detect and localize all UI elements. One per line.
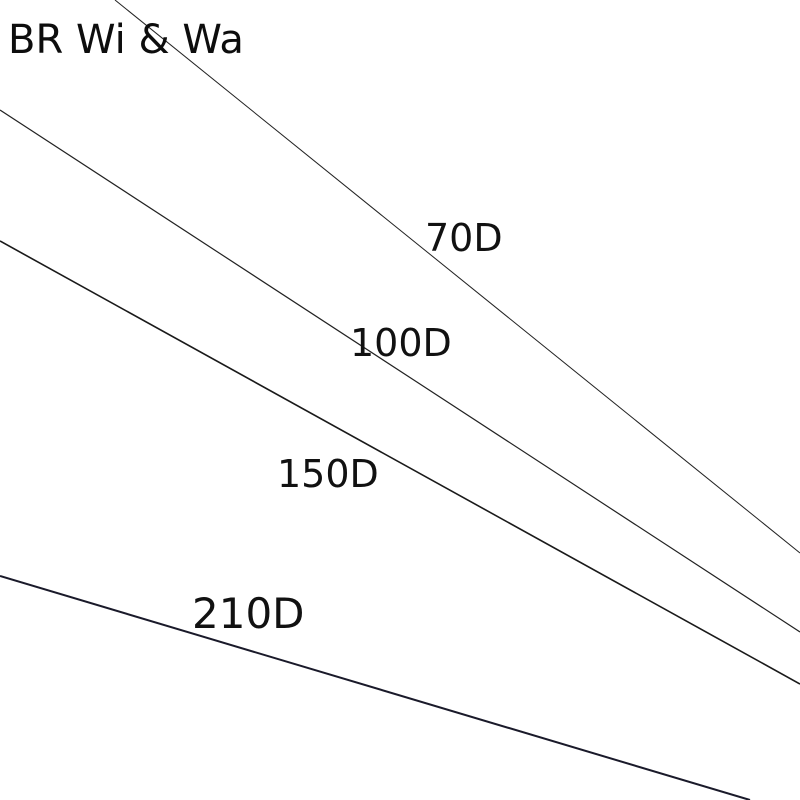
thread-line-210d — [0, 575, 751, 800]
thread-label-70d: 70D — [425, 216, 503, 260]
thread-line-100d — [0, 109, 800, 633]
thread-line-150d — [0, 240, 800, 685]
thread-label-210d: 210D — [192, 589, 305, 638]
thread-label-100d: 100D — [350, 321, 452, 365]
thread-label-150d: 150D — [277, 452, 379, 496]
brand-watermark: BR Wi & Wa — [8, 17, 244, 63]
thread-line-70d — [114, 0, 800, 554]
